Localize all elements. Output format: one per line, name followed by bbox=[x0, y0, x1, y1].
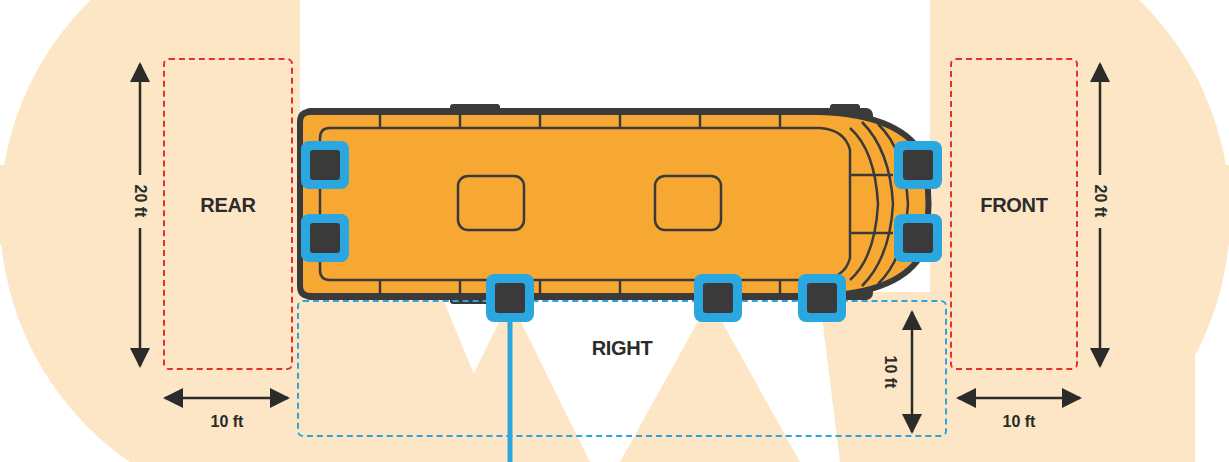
camera-lens bbox=[903, 150, 933, 180]
zone-label: REAR bbox=[200, 194, 255, 217]
dimension-label: 10 ft bbox=[211, 413, 244, 431]
dimension-label: 20 ft bbox=[131, 185, 149, 218]
zone-label: FRONT bbox=[980, 194, 1047, 217]
camera-lens bbox=[703, 283, 733, 313]
camera-lens bbox=[903, 223, 933, 253]
camera-cable bbox=[508, 310, 513, 462]
dimension-label: 20 ft bbox=[1091, 185, 1109, 218]
dimension-label: 10 ft bbox=[881, 356, 899, 389]
dimension-arrows bbox=[140, 64, 1100, 432]
camera-housing bbox=[486, 274, 534, 322]
camera-zone: REAR bbox=[163, 58, 293, 370]
camera-housing bbox=[894, 141, 942, 189]
camera-zone: FRONT bbox=[950, 58, 1078, 370]
camera-housing bbox=[301, 214, 349, 262]
camera-housing bbox=[694, 274, 742, 322]
camera-lens bbox=[310, 223, 340, 253]
camera-lens bbox=[807, 283, 837, 313]
camera-lens bbox=[310, 150, 340, 180]
cameras bbox=[301, 141, 942, 322]
camera-zone: RIGHT bbox=[297, 300, 947, 437]
zone-label: RIGHT bbox=[592, 337, 653, 360]
camera-housing bbox=[301, 141, 349, 189]
dimension-label: 10 ft bbox=[1003, 413, 1036, 431]
camera-housing bbox=[894, 214, 942, 262]
camera-lens bbox=[495, 283, 525, 313]
camera-housing bbox=[798, 274, 846, 322]
